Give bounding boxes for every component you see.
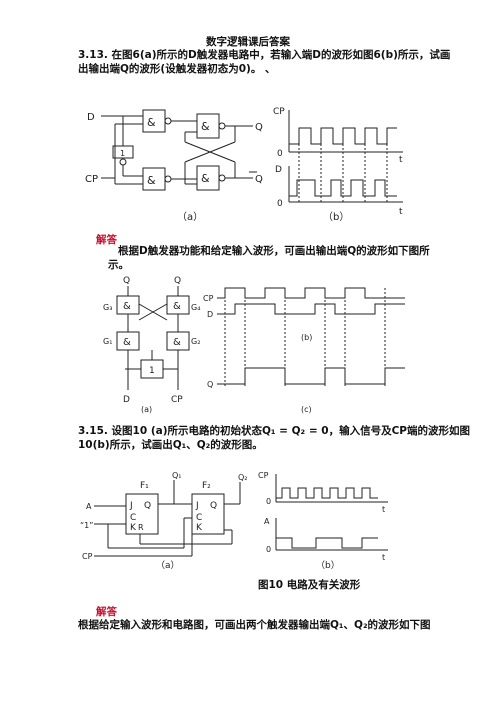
fig10-j1: J: [129, 501, 133, 511]
figure-10-svg: F₁ F₂ Q₁ Q₂ J J C C K K Q Q R A “1” CP （…: [80, 471, 388, 571]
fig2-q: Q: [123, 276, 130, 286]
fig10-q-out2: Q: [210, 501, 217, 511]
fig10-c2: C: [196, 513, 202, 523]
fig2-amp-1: &: [123, 301, 131, 312]
fig10-wf-t-2: t: [382, 553, 385, 562]
fig6-amp-3: &: [201, 120, 210, 133]
figure-answer-1: Q Q G₃ G₄ G₁ G₂ & & & & 1 D CP (a) CP D …: [95, 274, 415, 414]
fig2-cp: CP: [171, 395, 183, 405]
fig6-label-d: D: [87, 112, 95, 123]
fig2-amp-4: &: [173, 337, 181, 348]
fig10-wf-a: A: [264, 517, 270, 526]
fig2-g1: G₁: [103, 337, 112, 346]
fig10-k1: K: [130, 523, 137, 533]
fig10-cp: CP: [82, 552, 93, 561]
fig6-wf-zero-2: 0: [277, 199, 283, 209]
answer-1-label: 解答: [96, 234, 117, 246]
answer-1-line2: 示。: [108, 259, 129, 271]
fig6-label-cp: CP: [85, 174, 98, 185]
problem-3-15-line1: 3.15. 设图10 (a)所示电路的初始状态Q₁ = Q₂ = 0，输入信号及…: [78, 425, 470, 437]
fig10-f2: F₂: [202, 481, 211, 491]
fig6-wf-cp: CP: [273, 107, 285, 117]
fig6-label-q: Q: [255, 122, 263, 133]
fig2-amp-3: &: [123, 337, 131, 348]
fig10-wf-zero-1: 0: [266, 497, 271, 506]
fig2-caption-a: (a): [141, 405, 152, 414]
fig2-wf-b: (b): [301, 333, 312, 342]
fig10-j2: J: [195, 501, 199, 511]
fig6-wf-t-1: t: [399, 155, 403, 165]
fig10-q1: Q₁: [172, 471, 182, 480]
figure-6: D CP 1 & & & & Q Q CP 0 t D 0 t （a） （b）: [85, 106, 415, 230]
problem-3-13-line1: 3.13. 在图6(a)所示的D触发器电路中，若输入端D的波形如图6(b)所示，…: [78, 49, 451, 61]
answer-2-label: 解答: [96, 606, 117, 618]
fig6-wf-t-2: t: [399, 207, 403, 217]
fig10-caption-b: （b）: [316, 560, 340, 571]
answer-2-line1: 根据给定输入波形和电路图，可画出两个触发器输出端Q₁、Q₂的波形如下图: [78, 619, 431, 631]
fig2-caption-c: (c): [301, 405, 312, 414]
fig6-amp-4: &: [201, 172, 210, 185]
answer-1-line1: 根据D触发器功能和给定输入波形，可画出输出端Q的波形如下图所: [118, 245, 430, 257]
problem-3-13-line2: 出输出端Q的波形(设触发器初态为0)。 、: [78, 63, 276, 75]
fig6-caption-a: （a）: [177, 211, 203, 223]
fig2-g3: G₃: [103, 303, 112, 312]
fig6-label-qbar: Q: [255, 174, 263, 185]
fig10-wf-t-1: t: [382, 505, 385, 514]
fig2-g4: G₄: [191, 303, 200, 312]
fig10-one: “1”: [80, 521, 93, 530]
fig10-wf-zero-2: 0: [266, 545, 271, 554]
fig2-wf-d: D: [207, 310, 213, 319]
fig10-k2: K: [196, 523, 203, 533]
figure-10: F₁ F₂ Q₁ Q₂ J J C C K K Q Q R A “1” CP （…: [80, 468, 400, 572]
fig2-qbar: Q: [174, 276, 181, 286]
fig10-a: A: [86, 502, 92, 511]
fig2-wf-q: Q: [207, 380, 213, 389]
fig10-wf-cp: CP: [258, 471, 269, 480]
fig2-amp-2: &: [173, 301, 181, 312]
fig2-d: D: [123, 395, 130, 405]
fig6-label-1: 1: [120, 149, 125, 158]
figure-6-svg: D CP 1 & & & & Q Q CP 0 t D 0 t （a） （b）: [85, 107, 403, 223]
fig10-c1: C: [130, 513, 136, 523]
fig6-wf-zero-1: 0: [277, 149, 283, 159]
fig6-caption-b: （b）: [323, 211, 349, 223]
fig10-caption-a: （a）: [156, 560, 180, 571]
fig10-q2: Q₂: [238, 473, 248, 482]
page-title: 数字逻辑课后答案: [206, 36, 290, 48]
fig2-g2: G₂: [191, 337, 200, 346]
fig10-f1: F₁: [140, 481, 149, 491]
fig6-amp-1: &: [147, 116, 156, 129]
fig10-rd: R: [138, 523, 144, 532]
figure-answer-1-svg: Q Q G₃ G₄ G₁ G₂ & & & & 1 D CP (a) CP D …: [103, 276, 405, 414]
fig6-amp-2: &: [147, 174, 156, 187]
fig10-q-out1: Q: [144, 501, 151, 511]
fig6-wf-d: D: [275, 165, 282, 175]
fig2-wf-cp: CP: [203, 294, 214, 303]
problem-3-15-line2: 10(b)所示，试画出Q₁、Q₂的波形图。: [78, 439, 263, 451]
figure-10-caption: 图10 电路及有关波形: [258, 579, 361, 591]
fig2-one: 1: [149, 366, 155, 376]
